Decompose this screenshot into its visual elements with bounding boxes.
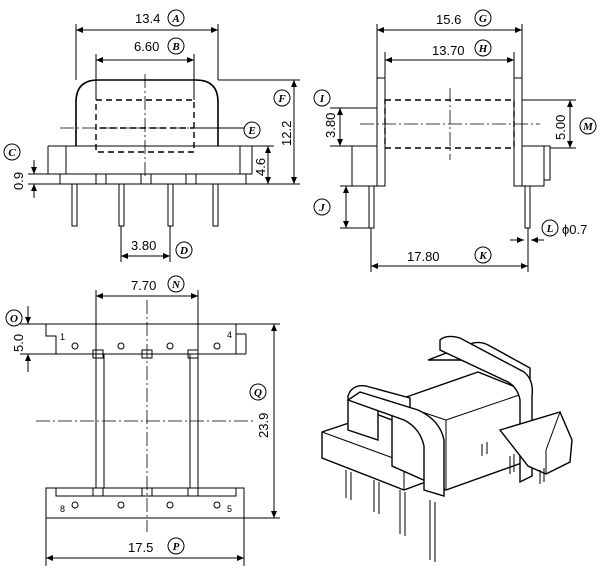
top-flange-upper [45,323,237,355]
tag-letter: D [179,245,188,257]
tag-letter: H [478,43,488,55]
tag-letter: K [478,250,487,262]
tag-circle [3,143,21,161]
tag-circle [474,39,492,57]
tag-H: H [474,39,492,57]
front-view: 13.4 6.60 12.2 4.6 0.9 3.80 [11,11,300,262]
tag-letter: N [171,279,181,291]
tag-letter: P [173,541,180,553]
side-pin [524,185,531,229]
side-flange-left [376,77,386,187]
front-base [65,145,241,175]
dim-F-value: 12.2 [279,121,294,146]
dim-O-value: 5.0 [11,334,26,352]
tag-circle [579,117,597,135]
tag-letter: O [10,313,18,325]
front-core-hidden [95,99,195,153]
tag-circle [175,241,193,259]
tag-letter: B [171,41,179,53]
top-view: 1 4 8 5 7.70 5.0 23.9 17.5 [11,278,280,566]
tag-letter: A [171,13,179,25]
tag-circle [313,89,331,107]
tag-O: O [5,309,23,327]
tag-K: K [474,246,492,264]
tag-M: M [579,117,597,135]
dim-H-value: 13.70 [432,43,465,58]
tag-circle [167,537,185,555]
tag-A: A [167,9,185,27]
tag-letter: G [479,13,487,25]
dim-P-value: 17.5 [128,540,153,555]
dim-front-height-value: 4.6 [253,158,268,176]
tag-circle [313,198,331,216]
tag-letter: C [8,147,16,159]
tag-circle [474,246,492,264]
front-pin [118,183,125,227]
tag-N: N [167,275,185,293]
tag-E: E [243,121,261,139]
dim-C-value: 0.9 [11,172,26,190]
tag-circle [243,121,261,139]
tag-circle [273,89,291,107]
dim-B-value: 6.60 [134,39,159,54]
tag-letter: I [319,93,325,105]
tag-circle [249,383,267,401]
pin-label-1: 1 [60,332,65,342]
tag-Q: Q [249,383,267,401]
side-flange-right [513,77,523,187]
pin-label-4: 4 [227,330,232,340]
dim-I-value: 3.80 [323,113,338,138]
side-base-left [351,145,378,187]
tag-J: J [313,198,331,216]
tag-letter: F [277,93,286,105]
dim-L-value: ϕ0.7 [562,222,587,237]
tag-circle [5,309,23,327]
side-base-right [521,145,545,187]
dim-A-value: 13.4 [135,11,160,26]
dim-N-value: 7.70 [131,278,156,293]
tag-B: B [167,37,185,55]
side-view: 15.6 13.70 3.80 5.00 17.80 ϕ0.7 [323,12,587,272]
tag-circle [167,9,185,27]
front-pin [71,183,78,227]
tag-circle [167,275,185,293]
tag-letter: M [582,121,594,133]
tag-letter: E [247,125,255,137]
dim-M-value: 5.00 [553,115,568,140]
tag-circle [167,37,185,55]
tag-letter: J [318,202,325,214]
dim-D-value: 3.80 [131,238,156,253]
tag-G: G [474,9,492,27]
tag-D: D [175,241,193,259]
tag-L: L [541,219,559,237]
tag-F: F [273,89,291,107]
dim-G-value: 15.6 [436,12,461,27]
dim-K-value: 17.80 [407,249,440,264]
side-pin [368,185,375,229]
tag-P: P [167,537,185,555]
iso-view [321,335,573,562]
tag-circle [541,219,559,237]
pin-label-5: 5 [227,504,232,514]
tag-circle [474,9,492,27]
pin-label-8: 8 [60,504,65,514]
front-pin [167,183,174,227]
tag-letter: Q [254,387,262,399]
dim-Q-value: 23.9 [256,413,271,438]
dimension-tags: A B C D E F G H I J K L M N O P Q [3,9,597,555]
tag-C: C [3,143,21,161]
tag-I: I [313,89,331,107]
front-clamp [75,79,219,146]
tag-letter: L [546,223,554,235]
front-pin [212,183,219,227]
